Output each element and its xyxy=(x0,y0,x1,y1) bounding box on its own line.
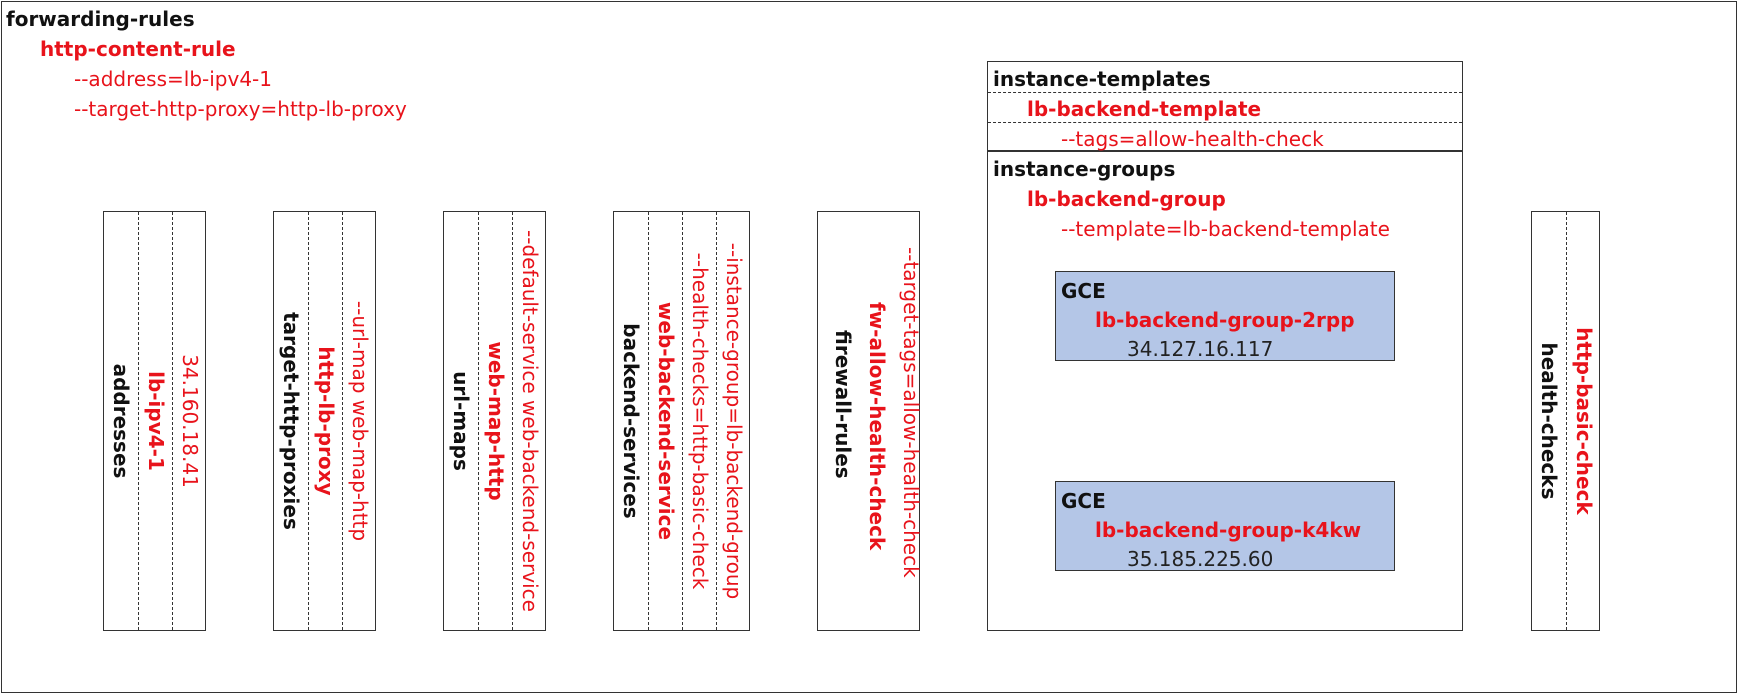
health-check-name-lane: http-basic-check xyxy=(1566,212,1600,630)
addresses-column: addresses lb-ipv4-1 34.160.18.41 xyxy=(103,211,206,631)
target-http-proxies-lane: target-http-proxies xyxy=(274,212,308,630)
firewall-rule-name: fw-allow-health-check xyxy=(865,302,889,551)
backend-service-name-lane: web-backend-service xyxy=(648,212,683,630)
gce-instance-ip: 34.127.16.117 xyxy=(1127,337,1274,361)
health-check-name: http-basic-check xyxy=(1571,327,1596,515)
instance-templates-row-flag: --tags=allow-health-check xyxy=(988,122,1462,150)
url-map-flag-lane: --default-service web-backend-service xyxy=(512,212,546,630)
url-maps-label: url-maps xyxy=(449,371,473,471)
url-map-name: web-map-http xyxy=(484,341,508,501)
backend-services-lane: backend-services xyxy=(614,212,648,630)
gce-instance-name: lb-backend-group-k4kw xyxy=(1095,518,1362,542)
backend-flag-instance-group: --instance-group=lb-backend-group xyxy=(721,242,746,600)
instance-group-flag-template: --template=lb-backend-template xyxy=(1061,217,1390,241)
url-map-flag-default-service: --default-service web-backend-service xyxy=(517,230,542,612)
address-name: lb-ipv4-1 xyxy=(144,371,168,471)
firewall-rules-label: firewall-rules xyxy=(831,330,855,479)
instance-template-name: lb-backend-template xyxy=(1027,97,1262,121)
proxy-name-lane: http-lb-proxy xyxy=(308,212,343,630)
url-map-name-lane: web-map-http xyxy=(478,212,513,630)
gce-instance-ip: 35.185.225.60 xyxy=(1127,547,1274,571)
backend-flag-health-checks: --health-checks=http-basic-check xyxy=(688,252,712,590)
firewall-flag-target-tags: --target-tags=allow-health-check xyxy=(899,247,923,578)
gce-label: GCE xyxy=(1061,279,1106,303)
instance-template-flag-tags: --tags=allow-health-check xyxy=(1061,127,1324,151)
address-name-lane: lb-ipv4-1 xyxy=(138,212,173,630)
health-checks-lane: health-checks xyxy=(1532,212,1566,630)
forwarding-rules-heading: forwarding-rules xyxy=(6,7,195,31)
gce-instance-box: GCE lb-backend-group-k4kw 35.185.225.60 xyxy=(1055,481,1395,571)
instance-templates-section: instance-templates lb-backend-template -… xyxy=(987,61,1463,151)
gce-instance-name: lb-backend-group-2rpp xyxy=(1095,308,1355,332)
firewall-rules-column: firewall-rules fw-allow-health-check --t… xyxy=(817,211,923,631)
instance-groups-section: instance-groups lb-backend-group --templ… xyxy=(987,151,1463,631)
addresses-label: addresses xyxy=(109,363,133,479)
addresses-lane: addresses xyxy=(104,212,138,630)
forwarding-rule-flag-address: --address=lb-ipv4-1 xyxy=(74,67,272,91)
forwarding-rule-flag-proxy: --target-http-proxy=http-lb-proxy xyxy=(74,97,407,121)
backend-health-check-lane: --health-checks=http-basic-check xyxy=(682,212,717,630)
health-checks-column: health-checks http-basic-check xyxy=(1531,211,1600,631)
url-maps-lane: url-maps xyxy=(444,212,478,630)
target-http-proxies-label: target-http-proxies xyxy=(279,312,303,530)
instance-groups-heading: instance-groups xyxy=(993,157,1176,181)
proxy-flag-lane: --url-map web-map-http xyxy=(342,212,376,630)
address-ip-lane: 34.160.18.41 xyxy=(172,212,206,630)
instance-group-name: lb-backend-group xyxy=(1027,187,1226,211)
proxy-flag-url-map: --url-map web-map-http xyxy=(347,300,372,542)
backend-service-name: web-backend-service xyxy=(654,301,678,541)
health-checks-label: health-checks xyxy=(1537,342,1561,500)
url-maps-column: url-maps web-map-http --default-service … xyxy=(443,211,546,631)
gce-instance-box: GCE lb-backend-group-2rpp 34.127.16.117 xyxy=(1055,271,1395,361)
backend-services-column: backend-services web-backend-service --h… xyxy=(613,211,750,631)
gce-label: GCE xyxy=(1061,489,1106,513)
instance-templates-row-heading: instance-templates xyxy=(988,62,1462,93)
forwarding-rule-name: http-content-rule xyxy=(40,37,236,61)
proxy-name: http-lb-proxy xyxy=(314,346,338,496)
backend-services-label: backend-services xyxy=(619,323,643,519)
backend-instance-group-lane: --instance-group=lb-backend-group xyxy=(716,212,750,630)
instance-templates-heading: instance-templates xyxy=(993,67,1211,91)
address-ip: 34.160.18.41 xyxy=(177,354,202,488)
target-http-proxies-column: target-http-proxies http-lb-proxy --url-… xyxy=(273,211,376,631)
instance-templates-row-name: lb-backend-template xyxy=(988,92,1462,123)
